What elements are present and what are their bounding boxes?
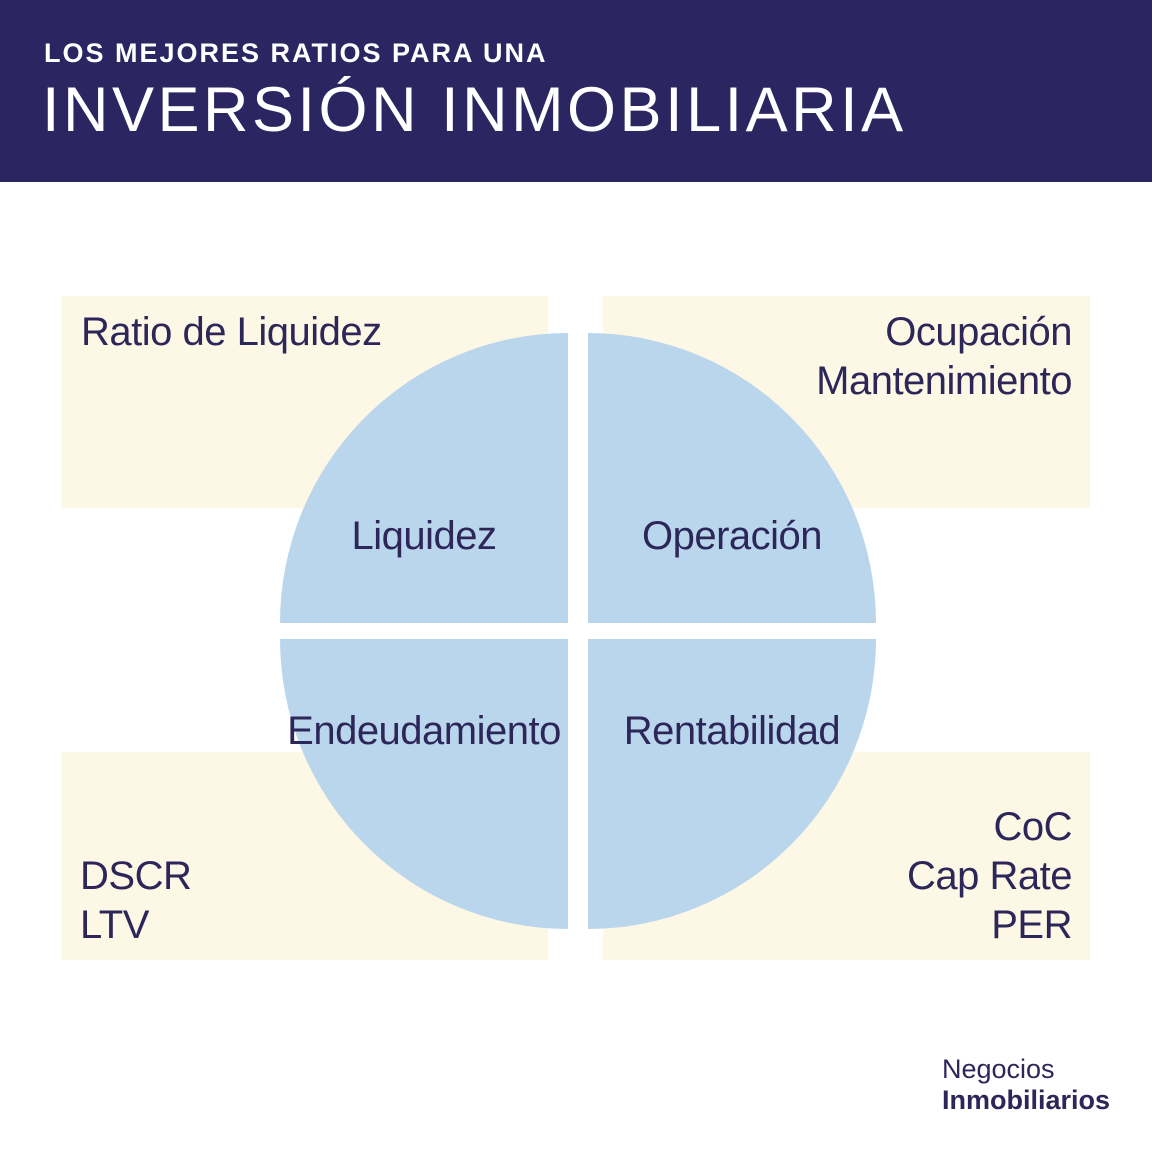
header-banner: LOS MEJORES RATIOS PARA UNA INVERSIÓN IN… (0, 0, 1152, 182)
note-line: PER (991, 903, 1072, 947)
quadrant-label: Liquidez (351, 514, 497, 558)
note-line: Cap Rate (907, 854, 1072, 898)
note-line: Ratio de Liquidez (81, 310, 382, 354)
quadrant-liquidez: Liquidez (280, 333, 568, 623)
note-line: LTV (80, 903, 149, 947)
quadrant-label: Operación (641, 514, 823, 558)
header-kicker: LOS MEJORES RATIOS PARA UNA (44, 38, 548, 68)
note-line: DSCR (80, 854, 192, 898)
quadrant-label: Rentabilidad (623, 709, 841, 753)
brand-name-line1: Negocios (942, 1054, 1055, 1084)
brand-signature: Negocios Inmobiliarios (942, 1054, 1110, 1116)
quadrant-endeudamiento: Endeudamiento (280, 639, 568, 929)
page-title: INVERSIÓN INMOBILIARIA (42, 75, 907, 145)
brand-name-line2: Inmobiliarios (942, 1085, 1111, 1115)
quadrant-rentabilidad: Rentabilidad (588, 639, 876, 929)
note-line: Mantenimiento (816, 359, 1072, 403)
quadrant-label: Endeudamiento (287, 709, 561, 753)
note-line: CoC (993, 805, 1072, 849)
quadrant-circle: Liquidez Operación Endeudamiento Rentabi… (280, 333, 876, 929)
note-line: Ocupación (885, 310, 1072, 354)
quadrant-operacion: Operación (588, 333, 876, 623)
